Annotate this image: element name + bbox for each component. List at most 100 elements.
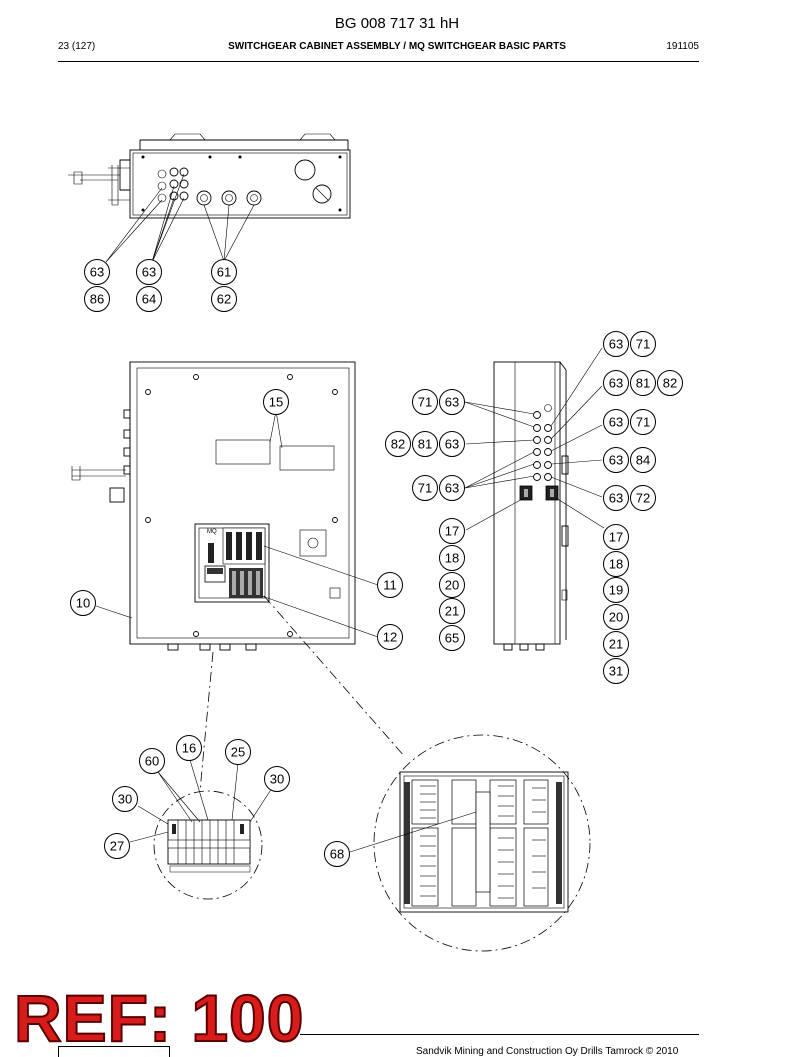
document-number: BG 008 717 31 hH [334,15,460,32]
top-view-leader-lines [105,173,255,263]
callout-bubble: 17 [603,524,629,550]
callout-bubble: 25 [225,739,251,765]
callout-number: 71 [636,337,650,352]
callout-bubble: 84 [630,447,656,473]
callout-number: 64 [142,292,156,307]
callout-number: 30 [118,792,132,807]
callout-number: 30 [270,772,284,787]
callout-bubble: 27 [104,833,130,859]
detail-left-callouts: 16 25 60 30 30 27 [104,735,290,859]
callout-number: 18 [445,551,459,566]
callout-number: 21 [609,637,623,652]
callout-number: 17 [445,524,459,539]
callout-bubble: 64 [136,286,162,312]
callout-bubble: 71 [412,475,438,501]
callout-bubble: 68 [324,841,350,867]
detail-circle-right [263,595,591,952]
callout-bubble: 63 [603,331,629,357]
callout-bubble: 20 [439,572,465,598]
callout-number: 16 [182,741,196,756]
front-view-leader-lines [95,410,379,638]
side-view-cabinet [493,361,569,651]
callout-bubble: 17 [439,518,465,544]
detail-circle-left [153,651,263,900]
callout-bubble: 71 [630,331,656,357]
callout-number: 25 [231,745,245,760]
callout-bubble: 21 [439,598,465,624]
company-logo [58,1046,170,1057]
callout-bubble: 31 [603,658,629,684]
callout-number: 61 [217,265,231,280]
callout-bubble: 11 [377,572,403,598]
page-number: 23 (127) [58,41,96,52]
callout-number: 10 [76,596,90,611]
callout-number: 27 [110,839,124,854]
callout-number: 84 [636,453,650,468]
detail-right-leader-lines [349,811,477,853]
callout-bubble: 63 [136,259,162,285]
module-label: MQ [207,529,217,535]
side-view-callouts-right: 63 71 63 81 82 63 71 63 84 63 72 17 18 1… [603,331,683,684]
callout-bubble: 82 [385,431,411,457]
callout-number: 63 [445,437,459,452]
callout-bubble: 30 [264,766,290,792]
callout-bubble: 12 [377,624,403,650]
callout-bubble: 30 [112,786,138,812]
callout-bubble: 20 [603,604,629,630]
callout-bubble: 86 [84,286,110,312]
callout-number: 86 [90,292,104,307]
callout-number: 63 [609,337,623,352]
side-view-leader-lines [464,347,605,531]
callout-bubble: 62 [211,286,237,312]
callout-number: 63 [609,415,623,430]
front-view-cabinet: MQ [71,361,356,651]
callout-bubble: 63 [84,259,110,285]
callout-number: 71 [636,415,650,430]
callout-number: 63 [445,395,459,410]
callout-number: 15 [269,395,283,410]
callout-bubble: 63 [439,431,465,457]
callout-number: 63 [142,265,156,280]
callout-number: 82 [391,437,405,452]
callout-number: 19 [609,583,623,598]
callout-bubble: 63 [603,409,629,435]
callout-number: 71 [418,481,432,496]
callout-number: 63 [609,491,623,506]
callout-bubble: 63 [603,485,629,511]
callout-bubble: 63 [439,475,465,501]
callout-bubble: 15 [263,389,289,415]
callout-number: 21 [445,604,459,619]
callout-number: 20 [445,578,459,593]
callout-bubble: 71 [630,409,656,435]
callout-number: 11 [383,578,397,593]
callout-bubble: 18 [603,551,629,577]
header-rule [58,61,699,62]
callout-number: 63 [609,453,623,468]
callout-bubble: 16 [176,735,202,761]
callout-bubble: 65 [439,625,465,651]
section-title: SWITCHGEAR CABINET ASSEMBLY / MQ SWITCHG… [228,41,566,52]
footer-copyright: Sandvik Mining and Construction Oy Drill… [416,1046,679,1057]
callout-number: 82 [663,376,677,391]
callout-number: 81 [636,376,650,391]
document-code: 191105 [666,41,699,52]
callout-bubble: 81 [412,431,438,457]
callout-number: 12 [383,630,397,645]
callout-number: 31 [609,664,623,679]
callout-bubble: 63 [603,370,629,396]
top-view-cabinet [68,133,351,219]
callout-number: 18 [609,557,623,572]
callout-bubble: 19 [603,577,629,603]
top-view-callouts: 63 86 63 64 61 62 [84,259,237,312]
callout-number: 63 [445,481,459,496]
callout-number: 20 [609,610,623,625]
callout-bubble: 63 [439,389,465,415]
callout-bubble: 18 [439,545,465,571]
callout-number: 71 [418,395,432,410]
callout-bubble: 71 [412,389,438,415]
side-view-callouts-left: 63 71 63 82 81 63 71 17 18 20 21 65 [385,389,465,651]
callout-number: 62 [217,292,231,307]
detail-right-callouts: 68 [324,841,350,867]
callout-bubble: 72 [630,485,656,511]
